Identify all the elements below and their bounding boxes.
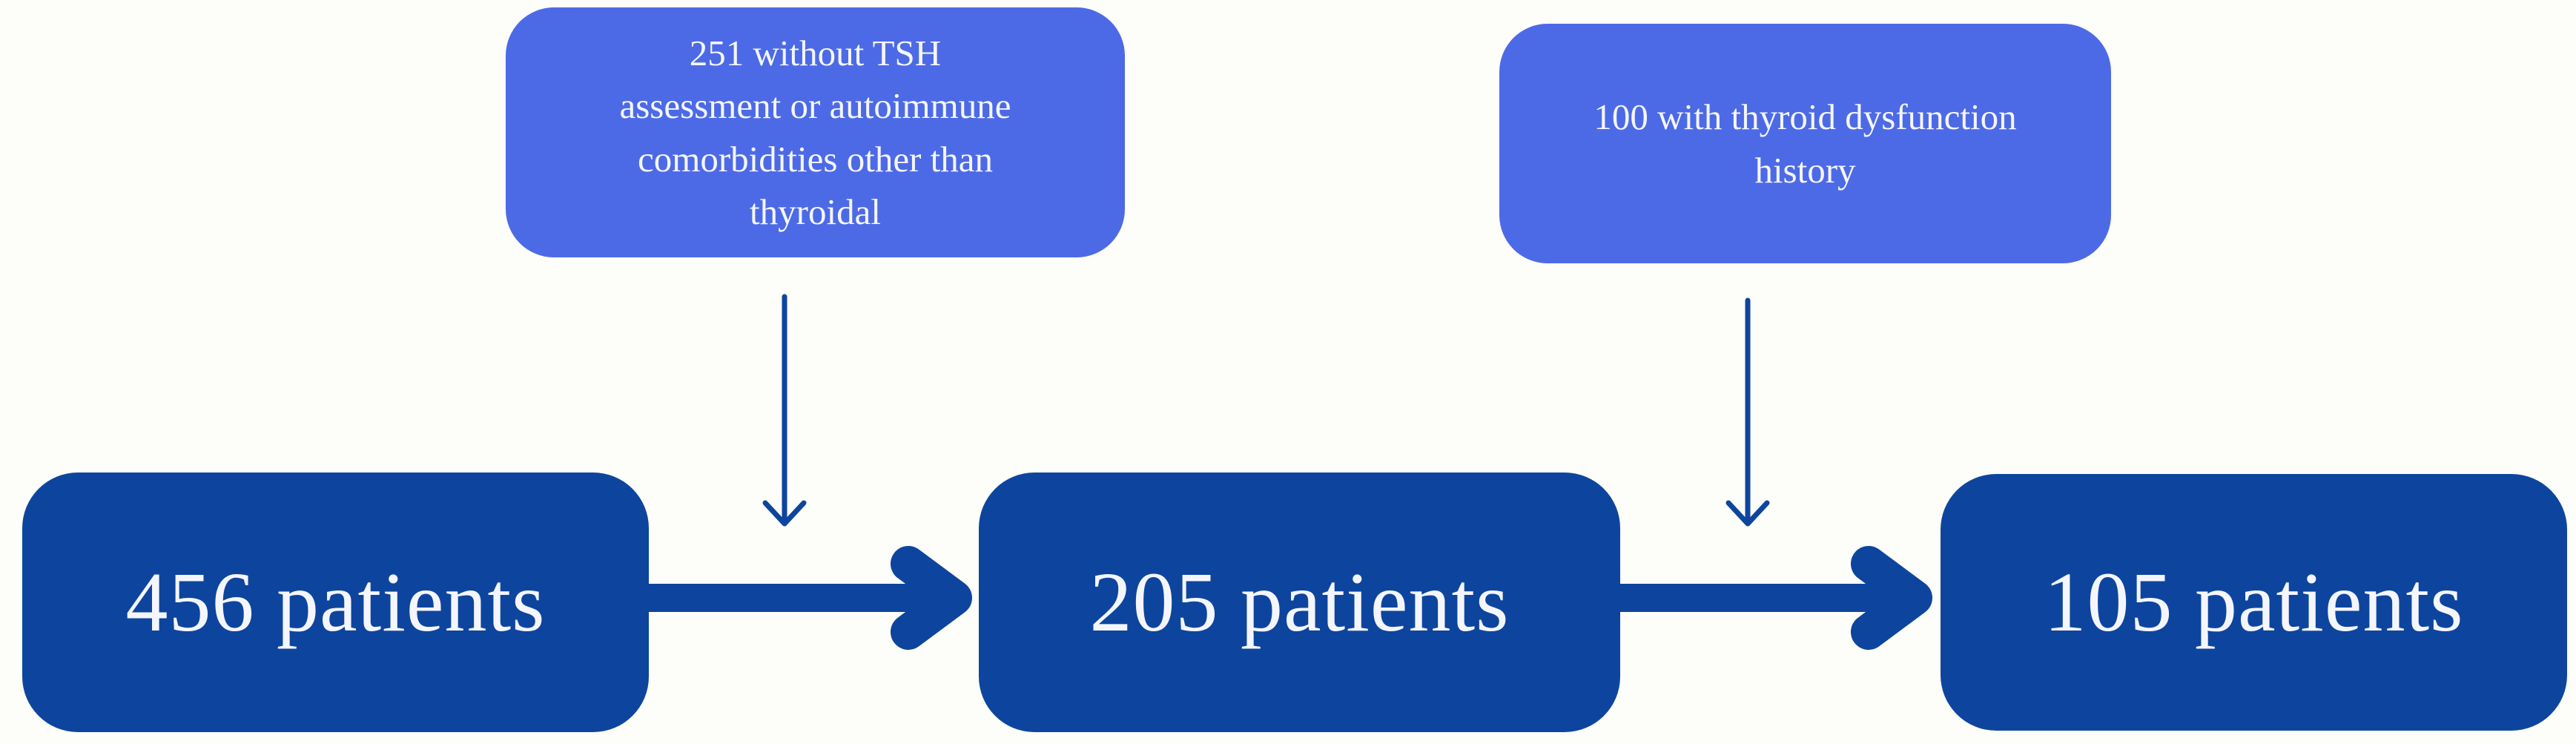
stage-box-3: 105 patients	[1941, 474, 2567, 731]
stage-box-2-label: 205 patients	[1089, 555, 1510, 649]
exclusion-box-2-label: 100 with thyroid dysfunction history	[1594, 96, 2017, 191]
exclusion-box-2: 100 with thyroid dysfunction history	[1499, 24, 2111, 263]
exclusion-arrow-2	[1725, 297, 1770, 527]
stage-box-2: 205 patients	[979, 473, 1620, 732]
stage-box-3-label: 105 patients	[2044, 555, 2464, 649]
flow-arrow-2	[1619, 546, 1932, 650]
stage-box-1-label: 456 patients	[125, 555, 546, 649]
exclusion-box-1: 251 without TSH assessment or autoimmune…	[506, 7, 1125, 257]
exclusion-box-1-label: 251 without TSH assessment or autoimmune…	[619, 33, 1011, 232]
flow-arrow-1	[647, 546, 972, 650]
stage-box-1: 456 patients	[22, 473, 649, 732]
exclusion-arrow-1	[762, 294, 807, 527]
